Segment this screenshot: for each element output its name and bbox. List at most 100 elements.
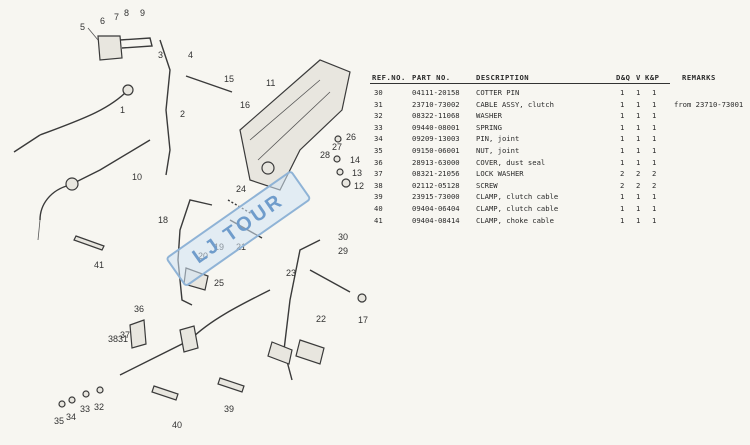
callout-32: 32 xyxy=(94,402,104,412)
cell-q2: 1 xyxy=(636,122,641,132)
cell-desc: CLAMP, choke cable xyxy=(476,215,554,225)
cell-desc: COTTER PIN xyxy=(476,88,520,97)
cell-desc: CLAMP, clutch cable xyxy=(476,204,559,213)
clutch-pedal xyxy=(177,199,213,306)
callout-1: 1 xyxy=(120,105,125,115)
cell-part: 23710-73002 xyxy=(412,99,460,109)
cell-q3: 1 xyxy=(652,204,657,213)
cell-q1: 1 xyxy=(620,192,625,202)
callout-10: 10 xyxy=(132,172,142,182)
callout-33: 33 xyxy=(80,404,90,414)
callout-37: 37 xyxy=(120,330,130,340)
cell-q2: 1 xyxy=(636,146,641,155)
cell-q3: 2 xyxy=(652,169,657,179)
cell-q1: 1 xyxy=(620,88,625,97)
callout-4: 4 xyxy=(188,50,193,60)
cell-q3: 1 xyxy=(652,157,657,167)
pin-15 xyxy=(185,75,233,93)
callout-39: 39 xyxy=(224,404,234,414)
cell-ref: 36 xyxy=(374,157,383,167)
callout-8: 8 xyxy=(124,8,129,18)
cell-q1: 1 xyxy=(620,111,625,121)
header-rule xyxy=(370,83,670,84)
table-row: 32 08322-11068 WASHER 1 1 1 xyxy=(370,111,750,122)
cell-q2: 1 xyxy=(636,192,641,202)
cell-ref: 33 xyxy=(374,122,383,132)
cell-q3: 2 xyxy=(652,180,657,190)
callout-5: 5 xyxy=(80,22,85,32)
cell-ref: 41 xyxy=(374,215,383,225)
cell-q2: 2 xyxy=(636,180,641,190)
header-qty3: K&P xyxy=(645,73,660,82)
cell-ref: 34 xyxy=(374,134,383,144)
cell-desc: WASHER xyxy=(476,111,502,121)
choke-cable xyxy=(39,87,131,136)
header-qty1: D&Q xyxy=(616,73,631,82)
callout-6: 6 xyxy=(100,16,105,26)
cell-q3: 1 xyxy=(652,122,657,132)
callout-22: 22 xyxy=(316,314,326,324)
callout-28: 28 xyxy=(320,150,330,160)
callout-3: 3 xyxy=(158,50,163,60)
cell-ref: 40 xyxy=(374,204,383,213)
cell-part: 08322-11068 xyxy=(412,111,460,121)
callout-11: 11 xyxy=(266,78,275,88)
callout-15: 15 xyxy=(224,74,234,84)
cell-desc: PIN, joint xyxy=(476,134,520,144)
cell-q3: 1 xyxy=(652,111,657,121)
exploded-parts-diagram: 1 2 3 4 5 6 7 8 9 10 11 12 13 14 15 16 1… xyxy=(0,0,370,441)
cell-desc: CABLE ASSY, clutch xyxy=(476,99,554,109)
callout-29: 29 xyxy=(338,246,348,256)
cell-part: 09440-08001 xyxy=(412,122,460,132)
cell-ref: 37 xyxy=(374,169,383,179)
cell-q1: 1 xyxy=(620,122,625,132)
cell-q1: 2 xyxy=(620,169,625,179)
cell-q3: 1 xyxy=(652,192,657,202)
callout-24: 24 xyxy=(236,184,246,194)
cell-remarks: from 23710-73001 xyxy=(674,99,744,109)
callout-38: 38 xyxy=(108,334,118,344)
callout-35: 35 xyxy=(54,416,64,426)
header-qty2: V xyxy=(636,73,641,82)
header-ref: REF.NO. xyxy=(372,73,406,82)
cell-ref: 39 xyxy=(374,192,383,202)
callout-17: 17 xyxy=(358,315,368,325)
clamp-41 xyxy=(73,235,105,251)
throttle-rod xyxy=(159,39,171,176)
callout-9: 9 xyxy=(140,8,145,18)
callout-34: 34 xyxy=(66,412,76,422)
cell-q2: 1 xyxy=(636,215,641,225)
callout-23: 23 xyxy=(286,268,296,278)
callout-31: 31 xyxy=(118,334,128,344)
callout-40: 40 xyxy=(172,420,182,430)
callout-7: 7 xyxy=(114,12,119,22)
cell-part: 09404-06404 xyxy=(412,204,460,213)
cell-q2: 1 xyxy=(636,157,641,167)
cell-ref: 32 xyxy=(374,111,383,121)
cell-ref: 35 xyxy=(374,146,383,155)
callout-2: 2 xyxy=(180,109,185,119)
header-remarks: REMARKS xyxy=(682,73,716,82)
callout-27: 27 xyxy=(332,142,342,152)
callout-26: 26 xyxy=(346,132,356,142)
cell-part: 09209-13003 xyxy=(412,134,460,144)
callout-30: 30 xyxy=(338,232,348,242)
cell-q2: 2 xyxy=(636,169,641,179)
cell-q1: 1 xyxy=(620,134,625,144)
cell-q3: 1 xyxy=(652,88,657,97)
callout-18: 18 xyxy=(158,215,168,225)
callout-14: 14 xyxy=(350,155,360,165)
callout-36: 36 xyxy=(134,304,144,314)
cell-desc: CLAMP, clutch cable xyxy=(476,192,559,202)
cell-q1: 2 xyxy=(620,180,625,190)
cell-desc: SCREW xyxy=(476,180,498,190)
cell-q2: 1 xyxy=(636,111,641,121)
